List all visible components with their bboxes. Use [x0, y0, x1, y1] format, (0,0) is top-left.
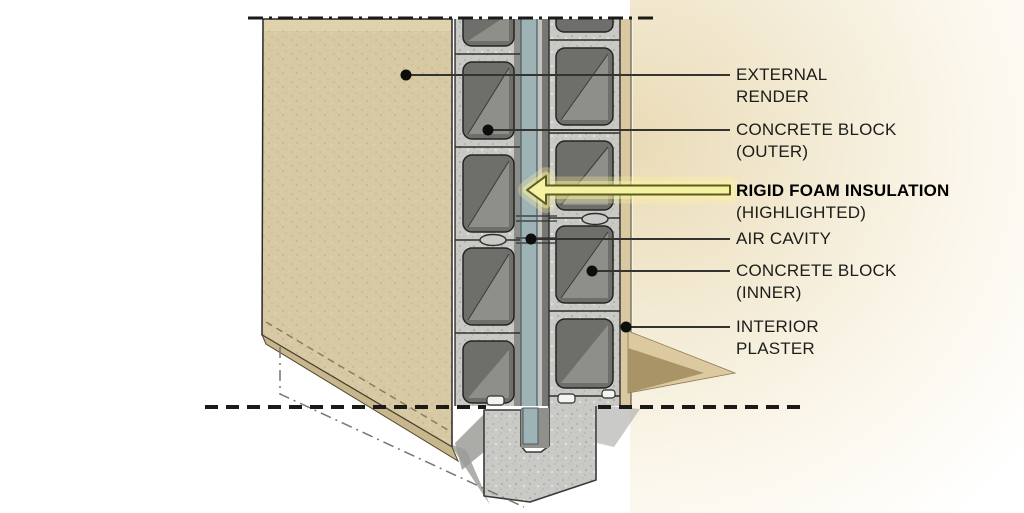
- external-render-panel: [260, 18, 460, 463]
- interior-plaster-layer: [620, 19, 631, 406]
- rigid-foam-insulation-layer: [521, 19, 537, 406]
- callout-label: (OUTER): [736, 142, 809, 161]
- callout-label: AIR CAVITY: [736, 229, 832, 248]
- callout-rigid-foam-insulation: RIGID FOAM INSULATION (HIGHLIGHTED): [736, 180, 950, 224]
- callout-label: (INNER): [736, 283, 802, 302]
- leader-lines: [406, 74, 730, 328]
- callout-interior-plaster: INTERIOR PLASTER: [736, 316, 819, 360]
- callout-label: INTERIOR: [736, 317, 819, 336]
- callout-label: RENDER: [736, 87, 809, 106]
- base-notches: [486, 389, 616, 406]
- hidden-edge-line: [279, 347, 525, 508]
- callout-label: CONCRETE BLOCK: [736, 261, 897, 280]
- plaster-base-flare: [627, 330, 737, 394]
- callout-label: RIGID FOAM INSULATION: [736, 181, 950, 200]
- callout-concrete-block-inner: CONCRETE BLOCK (INNER): [736, 260, 897, 304]
- inner-block-cores: [555, 19, 614, 389]
- concrete-footing: [483, 403, 597, 503]
- callout-label: PLASTER: [736, 339, 815, 358]
- callout-external-render: EXTERNAL RENDER: [736, 64, 827, 108]
- air-cavity-gap: [542, 19, 549, 406]
- callout-concrete-block-outer: CONCRETE BLOCK (OUTER): [736, 119, 897, 163]
- layer-boundaries: [454, 19, 632, 406]
- insulation-in-footing: [522, 407, 539, 445]
- callout-air-cavity: AIR CAVITY: [736, 228, 831, 250]
- plaster-edge-light: [631, 19, 633, 406]
- cast-shadows: [450, 405, 640, 505]
- callout-label: (HIGHLIGHTED): [736, 203, 867, 222]
- render-panel-edge: [260, 333, 460, 463]
- cavity-web: [537, 19, 542, 406]
- highlight-arrow: [518, 167, 739, 213]
- outer-block-cores: [462, 19, 515, 404]
- callout-label: CONCRETE BLOCK: [736, 120, 897, 139]
- leader-dots: [400, 69, 632, 333]
- interior-background: [630, 0, 1024, 513]
- callout-label: EXTERNAL: [736, 65, 828, 84]
